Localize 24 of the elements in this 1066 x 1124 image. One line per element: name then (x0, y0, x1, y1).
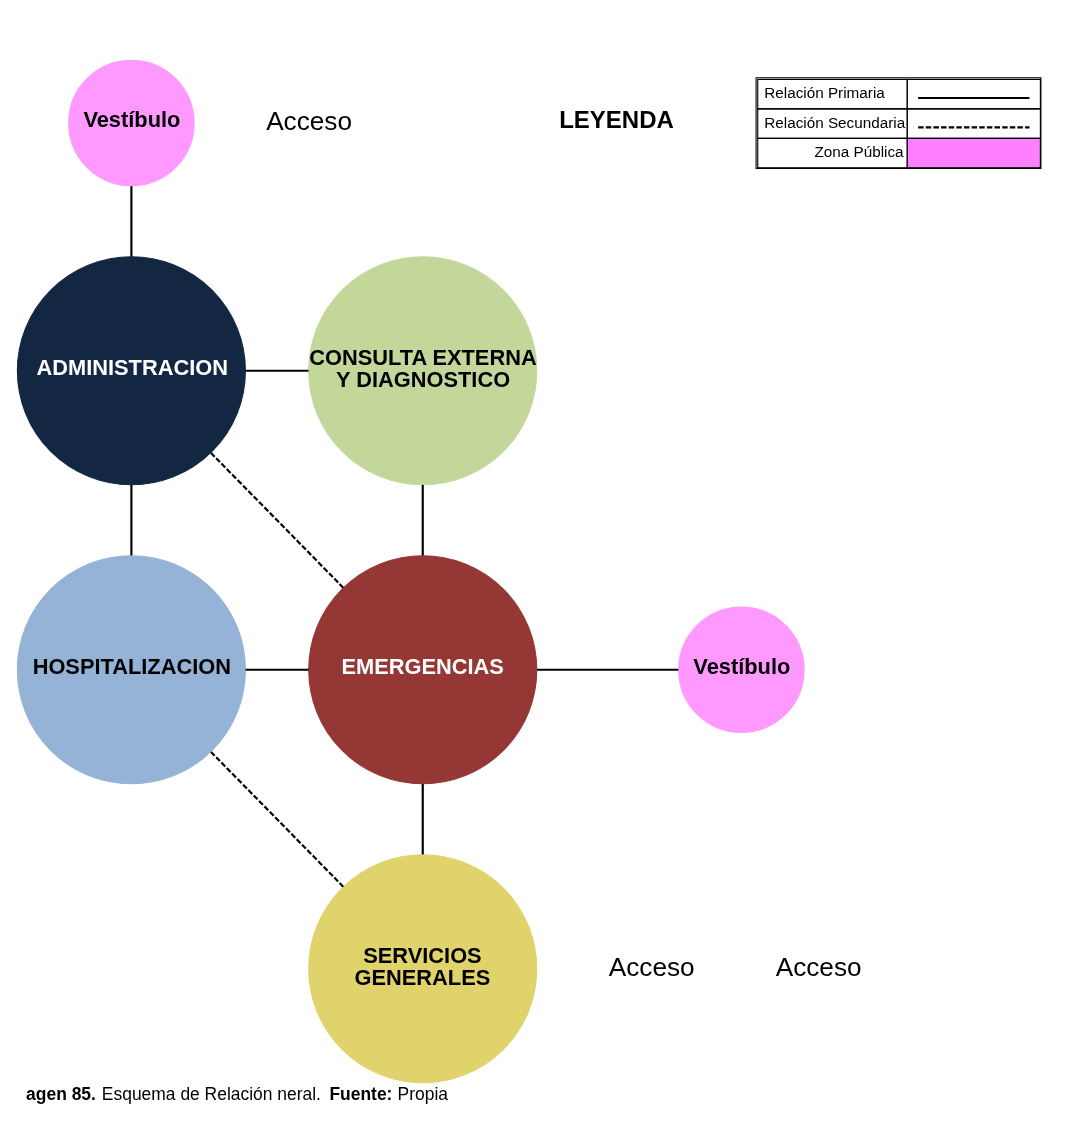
node-circle: HOSPITALIZACION (16, 555, 246, 785)
node-circle: Vestíbulo (677, 606, 805, 734)
connector (209, 452, 344, 589)
legend-label: Relación Primaria (763, 84, 885, 102)
node-circle: EMERGENCIAS (307, 555, 537, 785)
label: Acceso (265, 105, 352, 136)
legend-label: Zona Pública (813, 143, 904, 161)
connector (245, 668, 308, 671)
connector (421, 484, 424, 556)
connector (536, 668, 678, 671)
label: LEYENDA (558, 106, 674, 134)
node-circle: ADMINISTRACION (16, 256, 246, 486)
connector (421, 783, 424, 855)
node-circle: CONSULTA EXTERNA Y DIAGNOSTICO (307, 256, 537, 486)
connector (129, 186, 132, 257)
node-circle: SERVICIOS GENERALES (307, 854, 537, 1084)
connector (245, 369, 308, 372)
connector (209, 751, 344, 888)
connector (129, 484, 132, 556)
caption: agen 85. Esquema de Relación neral. Fuente: Propia (25, 1084, 448, 1105)
label: Acceso (608, 951, 695, 982)
label: Acceso (775, 951, 862, 982)
legend-label: Relación Secundaria (763, 113, 905, 131)
node-circle: Vestíbulo (67, 59, 195, 187)
